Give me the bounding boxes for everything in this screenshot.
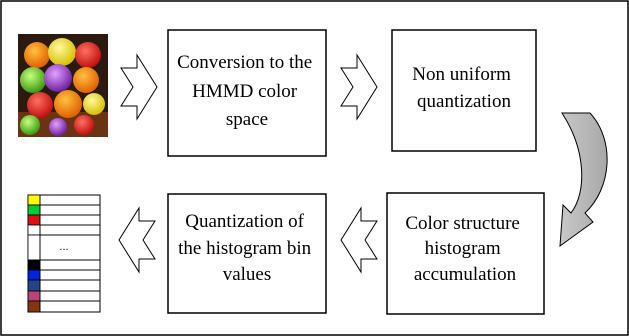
step-accumulation-line-1: Color structure [405, 213, 520, 234]
step-quantization-box: Non uniform quantization [391, 29, 537, 152]
step-accumulation-box: Color structure histogram accumulation [386, 192, 545, 315]
step-conversion-line-2: HMMD color [192, 81, 298, 102]
arrow-left-icon [340, 206, 378, 274]
step-conversion-box: Conversion to the HMMD color space [167, 29, 327, 157]
histogram-table: ... [27, 194, 101, 313]
step-quantization-line-1: Non uniform [412, 64, 511, 85]
step-bin-quantization-line-3: values [223, 264, 272, 285]
curved-arrow-icon [559, 112, 608, 248]
histogram-color-swatch [27, 224, 41, 236]
histogram-color-swatch [27, 290, 41, 302]
histogram-color-swatch [27, 204, 41, 216]
step-bin-quantization-line-2: the histogram bin [178, 238, 311, 259]
arrow-right-icon [120, 53, 158, 121]
step-conversion-line-1: Conversion to the [177, 52, 312, 73]
histogram-ellipsis: ... [59, 241, 68, 253]
fruit-photo-icon [18, 34, 108, 137]
histogram-color-swatch [27, 234, 41, 261]
histogram-color-swatch [27, 300, 41, 313]
step-accumulation-line-3: accumulation [414, 264, 517, 285]
svg-text:Conversion to the HMMD c: Conversion to the HMMD color space [177, 52, 317, 130]
histogram-color-swatch [27, 269, 41, 281]
histogram-bin-cell [39, 300, 101, 313]
histogram-color-swatch [27, 279, 41, 292]
step-bin-quantization-box: Quantization of the histogram bin values [167, 193, 327, 314]
svg-text:Color structure histogr: Color structure histogram accumulation [405, 213, 524, 285]
step-quantization-line-2: quantization [417, 91, 511, 112]
svg-text:Quantization of the hist: Quantization of the histogram bin values [178, 211, 316, 285]
svg-text:Non uniform quantization: Non uniform quantization [412, 64, 515, 112]
arrow-right-icon [340, 53, 378, 121]
histogram-color-swatch [27, 259, 41, 271]
histogram-color-swatch [27, 214, 41, 226]
step-accumulation-line-2: histogram [425, 238, 501, 259]
step-conversion-line-3: space [226, 109, 268, 130]
arrow-left-icon [118, 206, 156, 274]
step-bin-quantization-line-1: Quantization of [185, 211, 304, 232]
histogram-color-swatch [27, 194, 41, 206]
